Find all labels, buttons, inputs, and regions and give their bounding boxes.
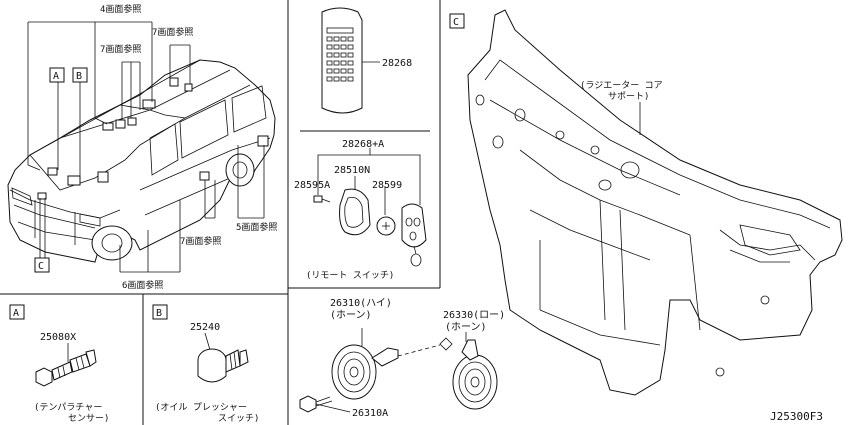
- ref-label-6: 6画面参照: [122, 279, 163, 291]
- part-26330: 26330(ロー): [443, 310, 505, 321]
- oil-switch-caption-1: (オイル プレッシャー: [155, 402, 247, 413]
- part-26330-caption: (ホーン): [445, 321, 487, 333]
- callout-a: A: [53, 71, 59, 82]
- ref-label-4: 4画面参照: [100, 3, 141, 15]
- temp-sensor-caption-2: センサー): [68, 413, 109, 424]
- part-28268-kit: 28268+A: [342, 139, 384, 150]
- radiator-core-support: [467, 9, 843, 396]
- ref-label-5: 5画面参照: [236, 221, 277, 233]
- section-box-b: [152, 304, 168, 320]
- diagram-code: J25300F3: [770, 410, 823, 423]
- callout-box-a: [49, 67, 65, 83]
- part-26310a: 26310A: [352, 408, 388, 419]
- ref-label-7b: 7画面参照: [152, 26, 193, 38]
- remote-switch-kit: [313, 148, 427, 267]
- oil-switch-caption-2: スイッチ): [218, 413, 259, 424]
- callout-c: C: [38, 261, 44, 272]
- ref-label-7c: 7画面参照: [180, 235, 221, 247]
- part-28595a: 28595A: [294, 180, 330, 191]
- part-28510n: 28510N: [334, 165, 370, 176]
- horn-bolt: [299, 395, 351, 413]
- part-28599: 28599: [372, 180, 402, 191]
- panel-dividers: [0, 0, 441, 425]
- remote-transmitter: [321, 7, 380, 114]
- part-26310-caption: (ホーン): [330, 309, 372, 321]
- remote-switch-caption: (リモート スイッチ): [306, 270, 394, 281]
- vehicle-overview: [7, 59, 276, 263]
- ref-label-7a: 7画面参照: [100, 43, 141, 55]
- section-a: A: [13, 308, 19, 319]
- section-box-c: [449, 13, 465, 29]
- horn-high: [331, 328, 399, 400]
- oil-pressure-switch: [197, 348, 249, 383]
- part-26310: 26310(ハイ): [330, 298, 392, 309]
- section-box-a: [9, 304, 25, 320]
- section-b: B: [156, 308, 162, 319]
- section-c: C: [453, 17, 459, 28]
- temperature-sensor: [35, 349, 97, 387]
- overview-leaders: [27, 21, 265, 273]
- callout-box-b: [72, 67, 88, 83]
- horn-low: [397, 332, 498, 410]
- callout-box-c: [34, 257, 50, 273]
- core-support-label-2: サポート): [608, 91, 649, 102]
- part-28268: 28268: [382, 58, 412, 69]
- part-25240: 25240: [190, 322, 220, 333]
- callout-b: B: [76, 71, 82, 82]
- temp-sensor-caption-1: (テンパラチャー: [34, 402, 102, 413]
- part-25080x: 25080X: [40, 332, 76, 343]
- core-support-label-1: (ラジエーター コア: [580, 80, 663, 91]
